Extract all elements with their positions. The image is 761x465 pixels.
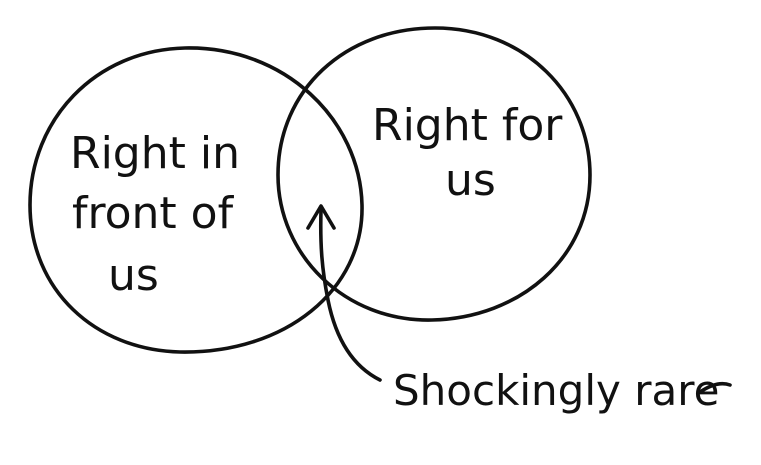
left-circle-label-line-2: front of xyxy=(72,188,235,239)
right-circle xyxy=(276,26,592,322)
annotation-flourish xyxy=(698,381,732,394)
arrow-head xyxy=(306,204,336,230)
left-circle-label-line-3: us xyxy=(108,250,159,301)
right-circle-label-line-1: Right for xyxy=(372,100,563,151)
intersection-annotation: Shockingly rare xyxy=(393,366,719,415)
left-circle-label-line-1: Right in xyxy=(70,128,240,179)
left-circle xyxy=(28,46,364,354)
right-circle-label-line-2: us xyxy=(445,155,496,206)
annotation-arrow xyxy=(318,208,382,382)
